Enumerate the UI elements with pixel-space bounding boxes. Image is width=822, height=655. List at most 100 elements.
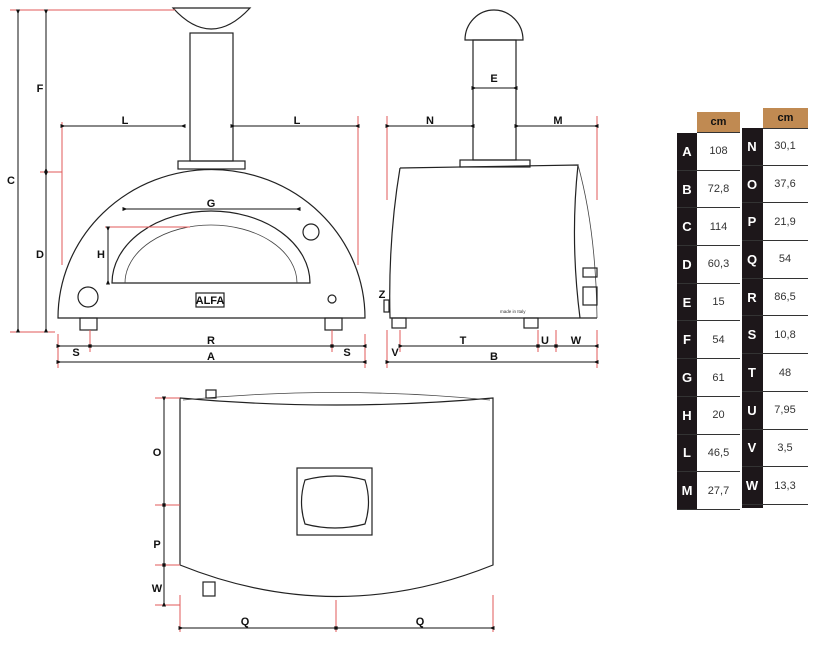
table-row: G 61	[677, 359, 740, 397]
table-row: Q 54	[742, 241, 808, 279]
table-row: E 15	[677, 284, 740, 322]
chimney-collar	[177, 160, 246, 170]
dimension-value: 10,8	[774, 328, 796, 341]
dim-label-v: V	[391, 347, 399, 359]
oven-door-outer	[111, 210, 311, 284]
chimney-cap	[171, 7, 252, 30]
dimension-value: 48	[778, 366, 792, 379]
unit-header: cm	[763, 108, 808, 129]
dimension-key: P	[747, 214, 757, 230]
dimension-key: R	[747, 289, 757, 305]
dimension-value: 30,1	[774, 140, 796, 153]
dim-label-l: L	[122, 115, 129, 127]
dimension-value: 27,7	[707, 484, 730, 497]
table-row: W 13,3	[742, 467, 808, 505]
gas-inlet	[383, 299, 390, 313]
dimension-key: G	[681, 370, 693, 386]
oven-side-body	[389, 164, 597, 319]
dim-label-f: F	[37, 83, 44, 95]
chimney-cap	[464, 9, 524, 41]
gas-connector	[202, 581, 216, 597]
dimension-key: W	[745, 478, 759, 494]
chimney	[472, 39, 517, 161]
dimension-value: 86,5	[774, 291, 796, 304]
foot	[391, 317, 407, 329]
dim-label-c: C	[7, 175, 15, 187]
foot	[324, 317, 343, 331]
dim-label-h: H	[97, 249, 105, 261]
table-row: P 21,9	[742, 203, 808, 242]
gas-knob	[77, 286, 99, 308]
dimension-value: 108	[709, 145, 728, 158]
dimension-value: 37,6	[774, 178, 796, 191]
dim-label-w: W	[152, 583, 163, 595]
dim-label-r: R	[207, 335, 215, 347]
dimension-value: 72,8	[707, 183, 730, 196]
unit-header: cm	[697, 112, 740, 133]
dimension-value: 20	[712, 409, 725, 422]
dim-label-d: D	[36, 249, 44, 261]
dimension-key: V	[747, 440, 757, 456]
side-vent	[582, 267, 598, 278]
dimension-key: L	[683, 445, 691, 461]
chimney-collar	[459, 159, 531, 168]
foot	[79, 317, 98, 331]
dimension-value: 61	[712, 371, 725, 384]
dim-label-m: M	[553, 115, 562, 127]
dim-label-b: B	[490, 351, 498, 363]
dimension-key: M	[681, 483, 693, 499]
ignition-button	[327, 294, 337, 304]
dimension-value: 54	[778, 253, 792, 266]
dim-label-w: W	[571, 335, 582, 347]
dimension-key: N	[747, 138, 757, 154]
dim-label-t: T	[460, 335, 467, 347]
table-row: A 108	[677, 133, 740, 171]
flue-opening	[300, 475, 370, 529]
dim-label-o: O	[153, 447, 162, 459]
table-row: M 27,7	[677, 472, 740, 510]
logo-plate	[195, 292, 225, 308]
dimension-key: A	[682, 143, 692, 159]
dimension-value: 13,3	[774, 479, 796, 492]
dimension-key: U	[747, 402, 757, 418]
dim-label-s: S	[72, 347, 79, 359]
dim-label-l: L	[294, 115, 301, 127]
dim-label-e: E	[490, 73, 497, 85]
dim-label-a: A	[207, 351, 215, 363]
dimension-key: F	[683, 332, 691, 348]
dimension-key: Q	[746, 251, 758, 267]
dimension-value: 15	[712, 296, 725, 309]
dim-label-g: G	[207, 198, 216, 210]
oven-dome	[57, 168, 366, 319]
table-row: T 48	[742, 354, 808, 392]
oven-top-outline	[179, 397, 494, 598]
made-in-italy-text: made in Italy	[500, 309, 526, 314]
dimension-value: 21,9	[774, 215, 796, 228]
table-row: H 20	[677, 397, 740, 435]
thermometer	[302, 223, 320, 241]
dim-label-q: Q	[241, 616, 250, 628]
dimension-value: 114	[709, 220, 728, 233]
chimney	[189, 32, 234, 162]
dimension-key: D	[682, 256, 692, 272]
dimension-key: T	[748, 365, 756, 381]
dim-label-s: S	[343, 347, 350, 359]
dimension-key: E	[682, 294, 692, 310]
handle	[205, 389, 217, 399]
logo-text: ALFA	[196, 295, 225, 307]
dim-label-u: U	[541, 335, 549, 347]
dim-label-z: Z	[379, 289, 386, 301]
dim-label-p: P	[153, 539, 160, 551]
dimension-key: H	[682, 407, 692, 423]
